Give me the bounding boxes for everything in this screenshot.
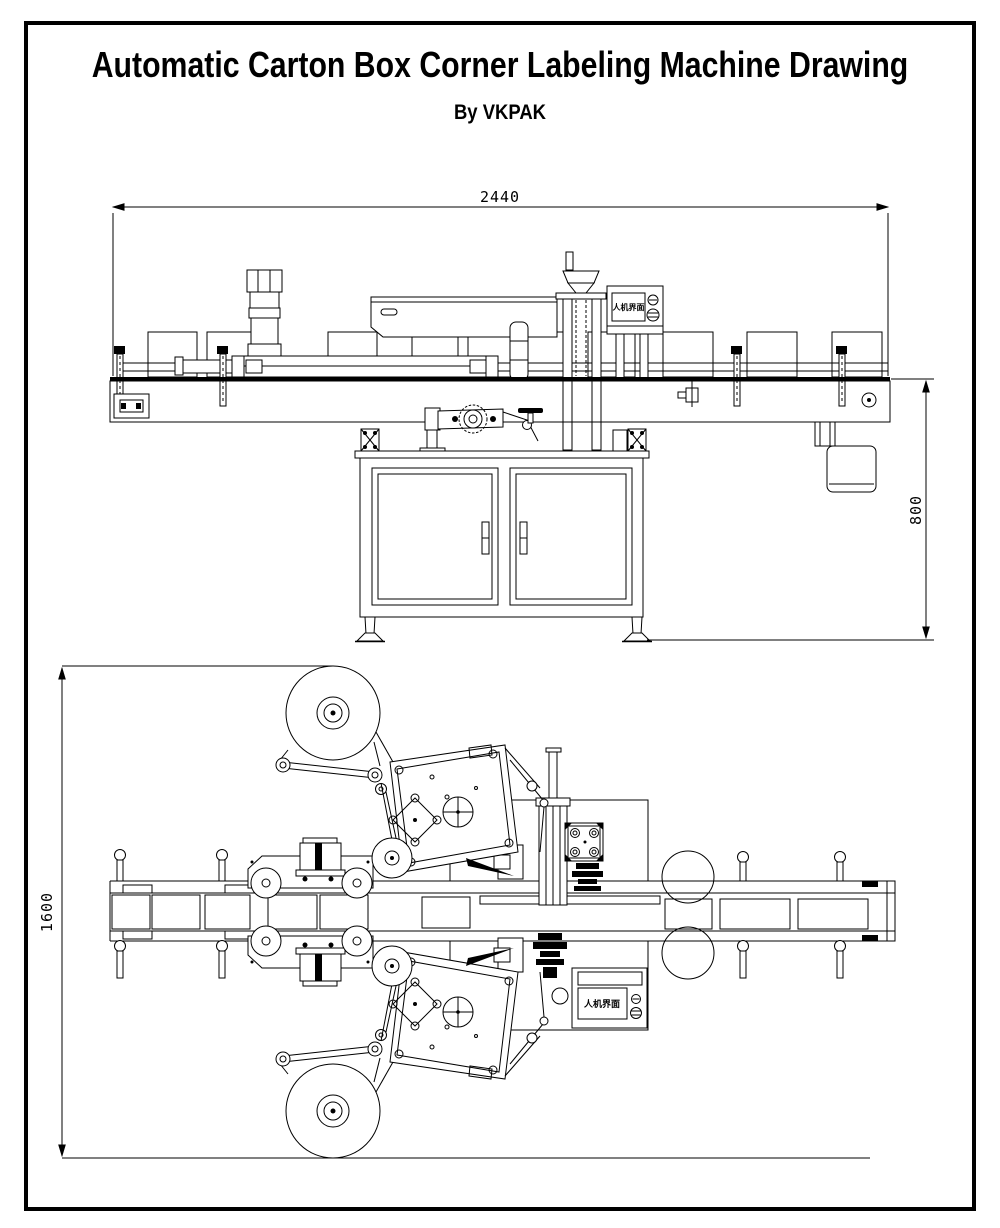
support-mounts xyxy=(360,428,647,452)
drive-motor xyxy=(814,421,877,493)
x-mount xyxy=(627,428,647,452)
guide-pin xyxy=(114,849,153,894)
top-plan-view: 1600 xyxy=(38,665,896,1159)
applicator-body xyxy=(370,296,558,338)
servo-mount xyxy=(564,822,604,862)
conveyor-end-bolt xyxy=(861,392,877,408)
dim-2440-label: 2440 xyxy=(480,188,520,206)
guide-pin xyxy=(737,851,749,882)
guide-bolt xyxy=(731,346,742,407)
pusher-motor-column xyxy=(174,269,499,378)
dim-1600: 1600 xyxy=(38,665,870,1159)
hmi-knob-icon xyxy=(647,294,659,306)
guide-pin xyxy=(834,940,846,979)
guide-pin xyxy=(737,940,749,979)
hmi-panel-front: 人机界面 xyxy=(606,285,664,379)
belt-line xyxy=(110,377,890,381)
tension-bracket xyxy=(677,381,699,407)
machine-cabinet xyxy=(354,450,652,643)
cabinet-door-right xyxy=(509,467,633,606)
carton-boxes-plan xyxy=(111,894,869,930)
hmi-knob-icon xyxy=(630,1007,642,1019)
x-mount xyxy=(360,428,380,452)
cabinet-foot xyxy=(355,616,385,643)
dim-800: 800 xyxy=(647,378,934,641)
sheet-border-frame xyxy=(24,21,976,1211)
handwheel-column xyxy=(509,251,607,451)
conveyor-body-front xyxy=(109,377,891,423)
idler-roller-bottom xyxy=(661,926,715,980)
page-subtitle: By VKPAK xyxy=(453,101,547,124)
dim-1600-label: 1600 xyxy=(38,892,56,932)
hmi-screen-label-front: 人机界面 xyxy=(613,302,645,312)
cabinet-foot xyxy=(622,616,652,643)
gear-adjuster xyxy=(419,404,543,459)
star-knob xyxy=(518,408,543,424)
guide-pin xyxy=(834,851,846,882)
hmi-knob-icon xyxy=(631,994,641,1004)
chuck-lower xyxy=(533,933,567,978)
belt-clamp-left xyxy=(113,393,150,419)
idler-roller-top xyxy=(661,850,715,904)
lift-column-plan xyxy=(535,747,571,906)
page-title: Automatic Carton Box Corner Labeling Mac… xyxy=(91,44,909,85)
dim-800-label: 800 xyxy=(907,495,925,525)
front-elevation-view: 2440 xyxy=(109,188,934,643)
cabinet-door-left xyxy=(371,467,499,606)
hmi-panel-plan: 人机界面 xyxy=(551,967,648,1029)
chuck-upper xyxy=(572,863,603,891)
peel-bracket-lower xyxy=(493,937,524,973)
dim-2440: 2440 xyxy=(111,188,890,376)
guide-pin xyxy=(114,930,153,979)
hmi-screen-label-plan: 人机界面 xyxy=(583,998,620,1010)
hmi-knob-icon xyxy=(646,308,660,322)
